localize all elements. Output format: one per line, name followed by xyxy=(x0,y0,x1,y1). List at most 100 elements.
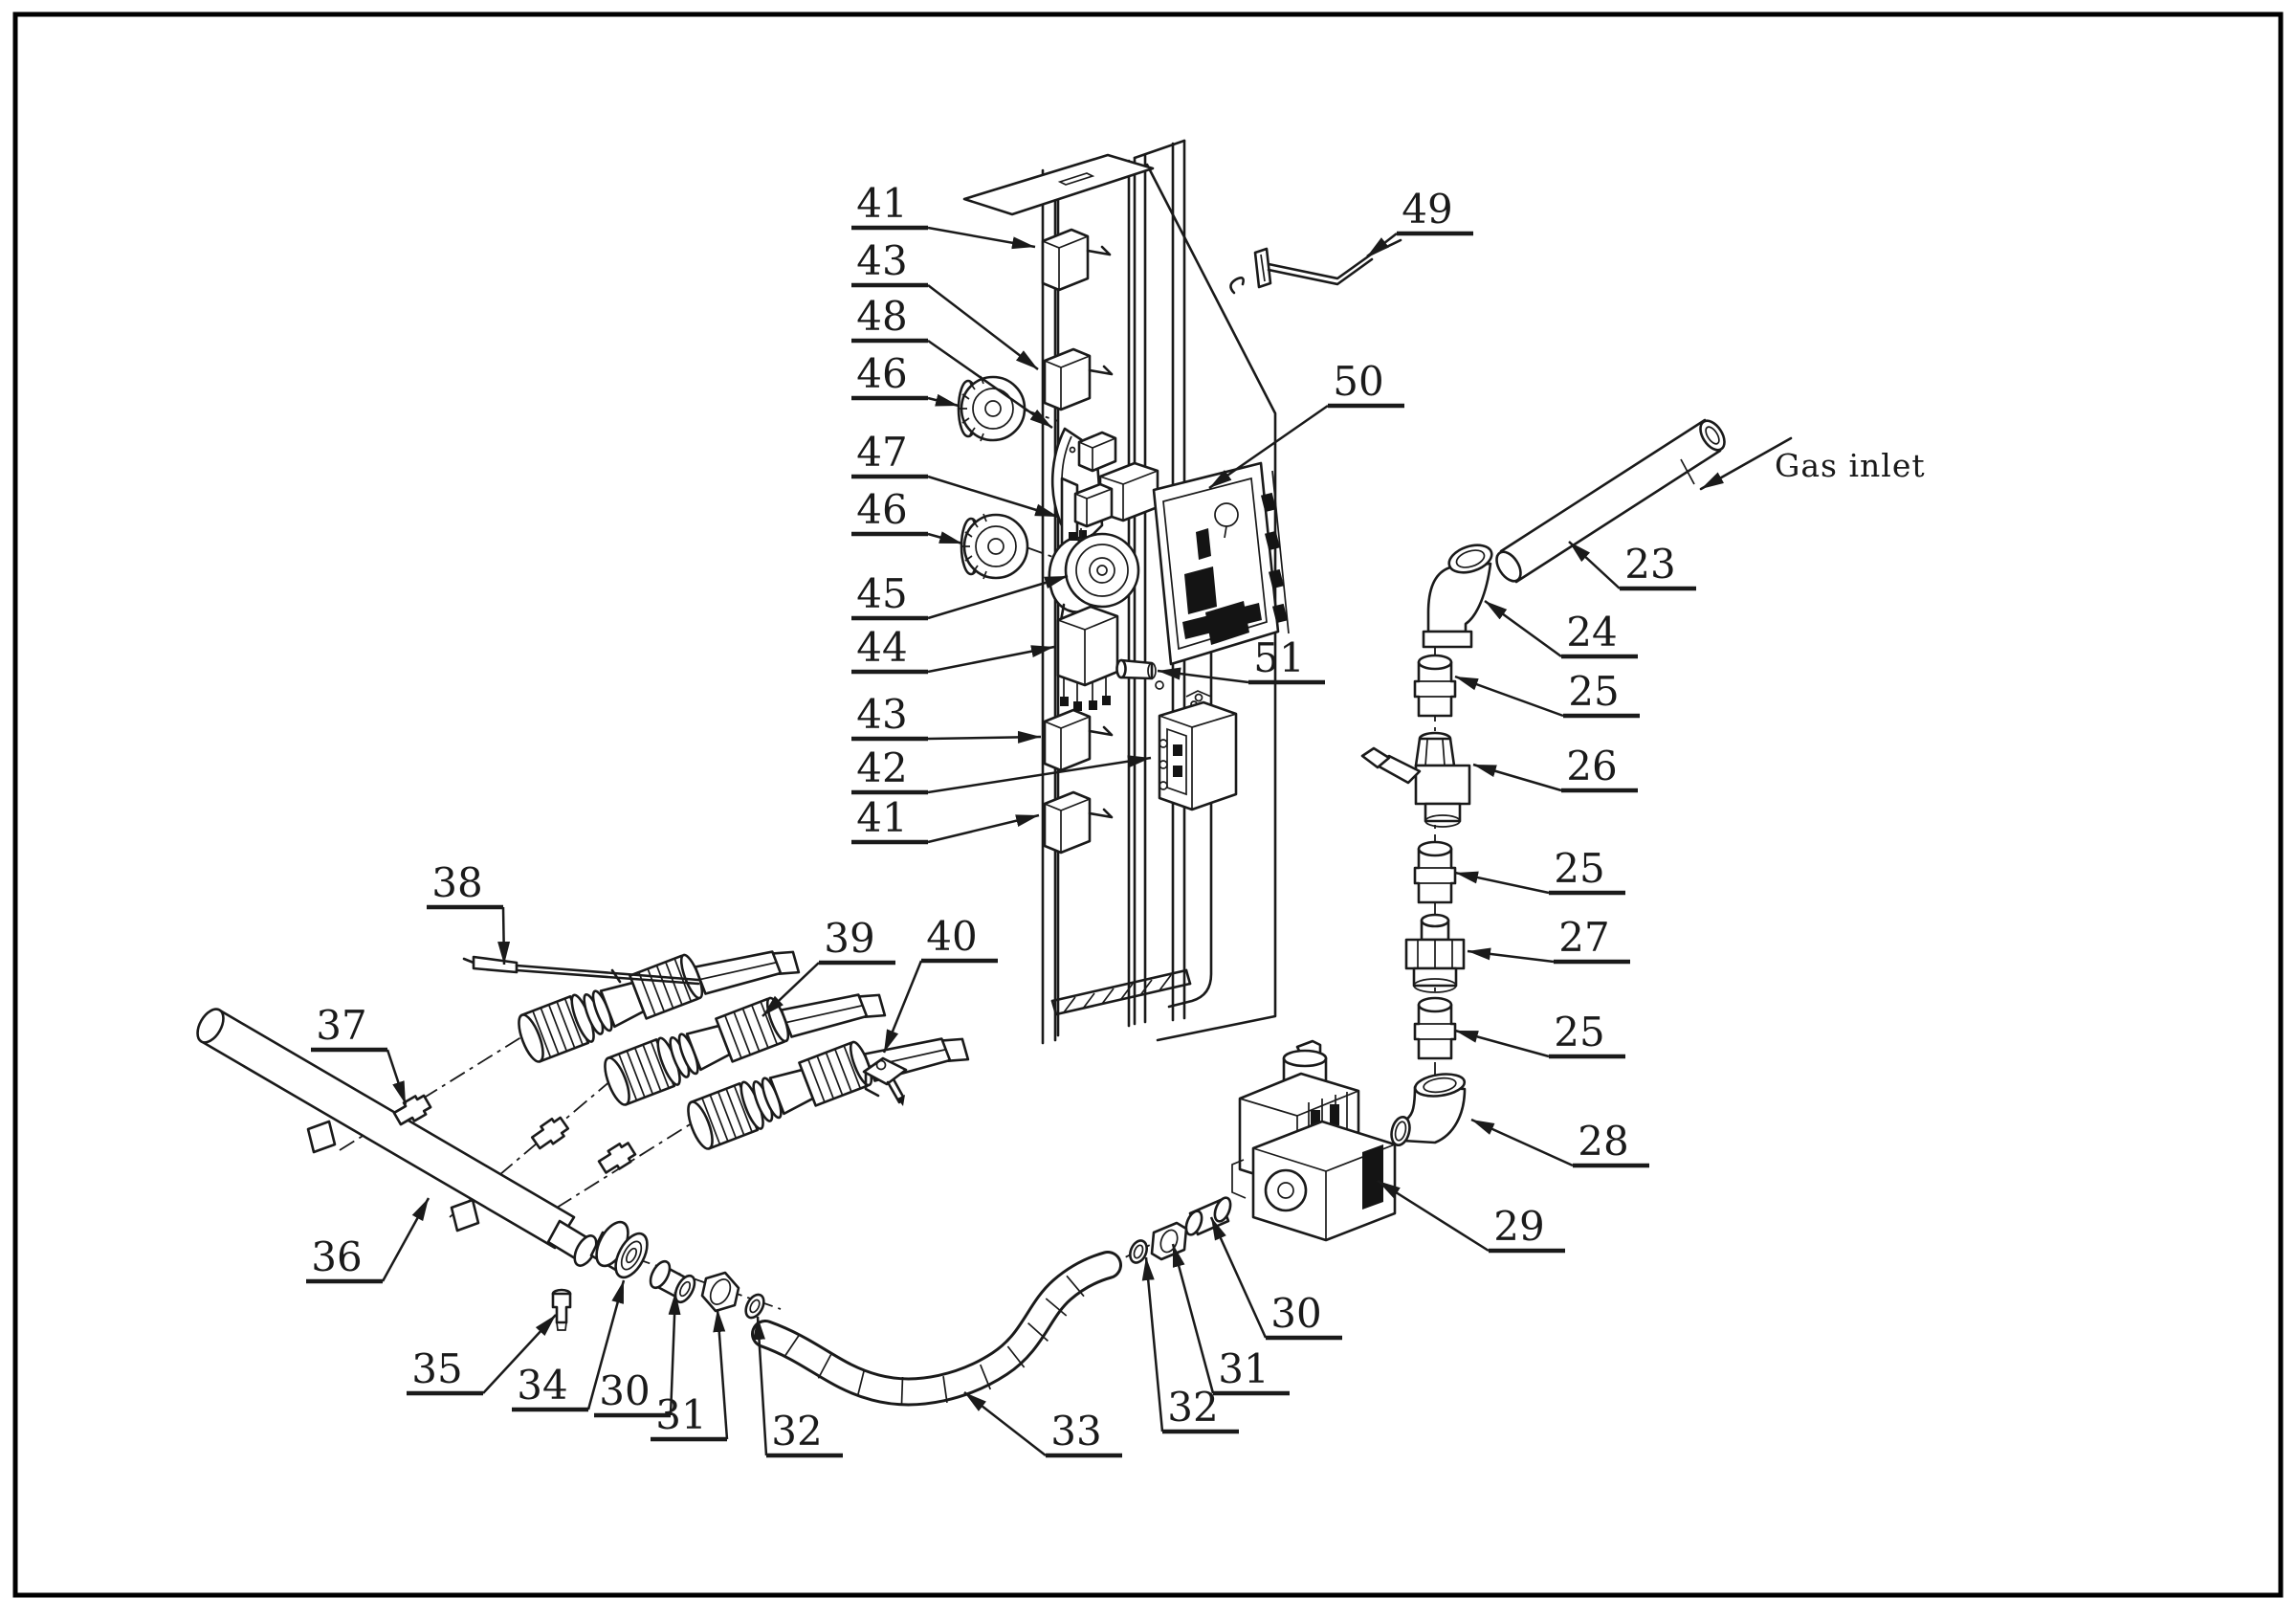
part-label-24-15: 24 xyxy=(1484,599,1638,659)
part-41-switch-box-bottom xyxy=(1043,790,1114,855)
part-number-text: 40 xyxy=(926,913,977,960)
part-label-47-4: 47 xyxy=(851,429,1059,519)
part-30-fitting-right xyxy=(1184,1196,1232,1236)
label-leader-line xyxy=(1484,599,1562,658)
label-leader-line xyxy=(1568,541,1621,589)
part-label-30-23: 30 xyxy=(1209,1216,1342,1341)
part-23-inlet-pipe xyxy=(1495,418,1726,584)
part-25-nipple-b xyxy=(1413,840,1457,904)
part-28-elbow xyxy=(1390,1073,1467,1147)
part-number-text: 51 xyxy=(1253,634,1304,681)
part-label-32-27: 32 xyxy=(752,1316,843,1458)
part-label-38-34: 38 xyxy=(427,859,511,966)
part-43-switch-box-top xyxy=(1043,347,1114,411)
part-label-45-6: 45 xyxy=(851,570,1069,621)
part-30-fitting-left xyxy=(649,1259,696,1304)
label-leader-line xyxy=(927,645,1055,674)
label-leader-line xyxy=(1454,871,1550,895)
part-27-union xyxy=(1404,913,1466,993)
part-46-knob-bottom xyxy=(960,513,1029,580)
part-40-spark-igniter xyxy=(862,1056,908,1106)
part-label-27-19: 27 xyxy=(1467,914,1630,965)
part-number-text: 26 xyxy=(1566,743,1617,789)
part-51-sensor xyxy=(1115,658,1157,680)
part-44-transformer-box xyxy=(1056,605,1119,711)
part-29-gas-valve xyxy=(1231,1039,1397,1242)
part-31-nut-left xyxy=(700,1271,740,1313)
label-leader-line xyxy=(1157,667,1249,684)
burner-2 xyxy=(604,993,887,1106)
part-label-28-21: 28 xyxy=(1470,1118,1649,1168)
label-leader-line xyxy=(482,1314,557,1394)
label-leader-line xyxy=(927,226,1036,250)
part-number-text: 46 xyxy=(856,486,907,533)
part-number-text: 35 xyxy=(411,1345,462,1392)
label-leader-line xyxy=(713,1308,729,1440)
part-number-text: 30 xyxy=(1270,1290,1321,1337)
part-label-31-24: 31 xyxy=(1171,1243,1290,1396)
label-leader-line xyxy=(668,1291,681,1416)
label-leader-line xyxy=(386,1049,408,1105)
label-leader-line xyxy=(927,531,963,545)
part-number-text: 32 xyxy=(1167,1384,1218,1431)
part-33-flex-hose xyxy=(751,1251,1122,1407)
part-number-text: 25 xyxy=(1554,1009,1604,1055)
part-label-46-3: 46 xyxy=(851,350,960,408)
part-24-elbow xyxy=(1422,544,1493,649)
part-41-switch-box-top xyxy=(1041,228,1112,292)
label-leader-line xyxy=(1454,675,1564,718)
manifold-group xyxy=(196,1008,765,1331)
label-leader-line xyxy=(1171,1243,1215,1394)
part-number-text: 37 xyxy=(316,1002,366,1049)
part-label-43-1: 43 xyxy=(851,237,1039,370)
part-label-49-13: 49 xyxy=(1366,186,1473,257)
part-46-knob-top xyxy=(957,375,1027,442)
part-number-text: 33 xyxy=(1050,1408,1101,1454)
burner-1 xyxy=(518,950,801,1063)
part-label-41-10: 41 xyxy=(851,794,1040,845)
part-number-text: 25 xyxy=(1554,845,1604,892)
part-32-washer-right xyxy=(1129,1239,1148,1264)
label-leader-line xyxy=(1209,1216,1268,1339)
label-leader-line xyxy=(927,755,1152,794)
part-number-text: 46 xyxy=(856,350,907,397)
drawing-border xyxy=(12,11,2284,1598)
part-label-32-25: 32 xyxy=(1141,1256,1239,1434)
label-leader-line xyxy=(963,1391,1047,1456)
part-number-text: 49 xyxy=(1402,186,1452,233)
part-25-nipple-a xyxy=(1413,654,1457,718)
part-number-text: 41 xyxy=(856,180,907,227)
part-42-control-box xyxy=(1158,690,1238,811)
part-label-25-16: 25 xyxy=(1454,668,1640,719)
gas-piping-chain xyxy=(1129,418,1726,1264)
part-number-text: 32 xyxy=(771,1408,822,1454)
label-leader-line xyxy=(381,1197,430,1282)
part-39-burners xyxy=(518,950,970,1150)
label-leader-line xyxy=(1454,1029,1550,1058)
part-label-39-35: 39 xyxy=(762,915,895,1017)
label-leader-line xyxy=(927,730,1042,744)
part-label-29-22: 29 xyxy=(1377,1179,1565,1254)
part-26-ball-valve xyxy=(1360,731,1471,828)
label-leader-line xyxy=(1467,947,1555,964)
label-leader-line xyxy=(927,574,1069,620)
label-leader-line xyxy=(927,393,960,408)
label-leader-line xyxy=(1141,1256,1164,1432)
part-number-text: 43 xyxy=(856,237,907,284)
part-35-plug xyxy=(551,1288,572,1331)
label-leader-line xyxy=(497,906,511,966)
part-label-25-18: 25 xyxy=(1454,845,1625,896)
part-32-washer-left xyxy=(744,1293,765,1320)
part-number-text: 28 xyxy=(1578,1118,1628,1165)
part-number-text: 31 xyxy=(1218,1345,1269,1392)
part-number-text: 50 xyxy=(1333,358,1383,405)
label-leader-line xyxy=(927,339,1053,430)
label-leader-line xyxy=(927,475,1059,519)
part-38-electrode xyxy=(462,955,700,986)
part-label-34-30: 34 xyxy=(512,1279,626,1412)
part-number-text: 43 xyxy=(856,691,907,738)
label-leader-line xyxy=(1208,404,1329,490)
part-label-40-36: 40 xyxy=(882,913,998,1054)
